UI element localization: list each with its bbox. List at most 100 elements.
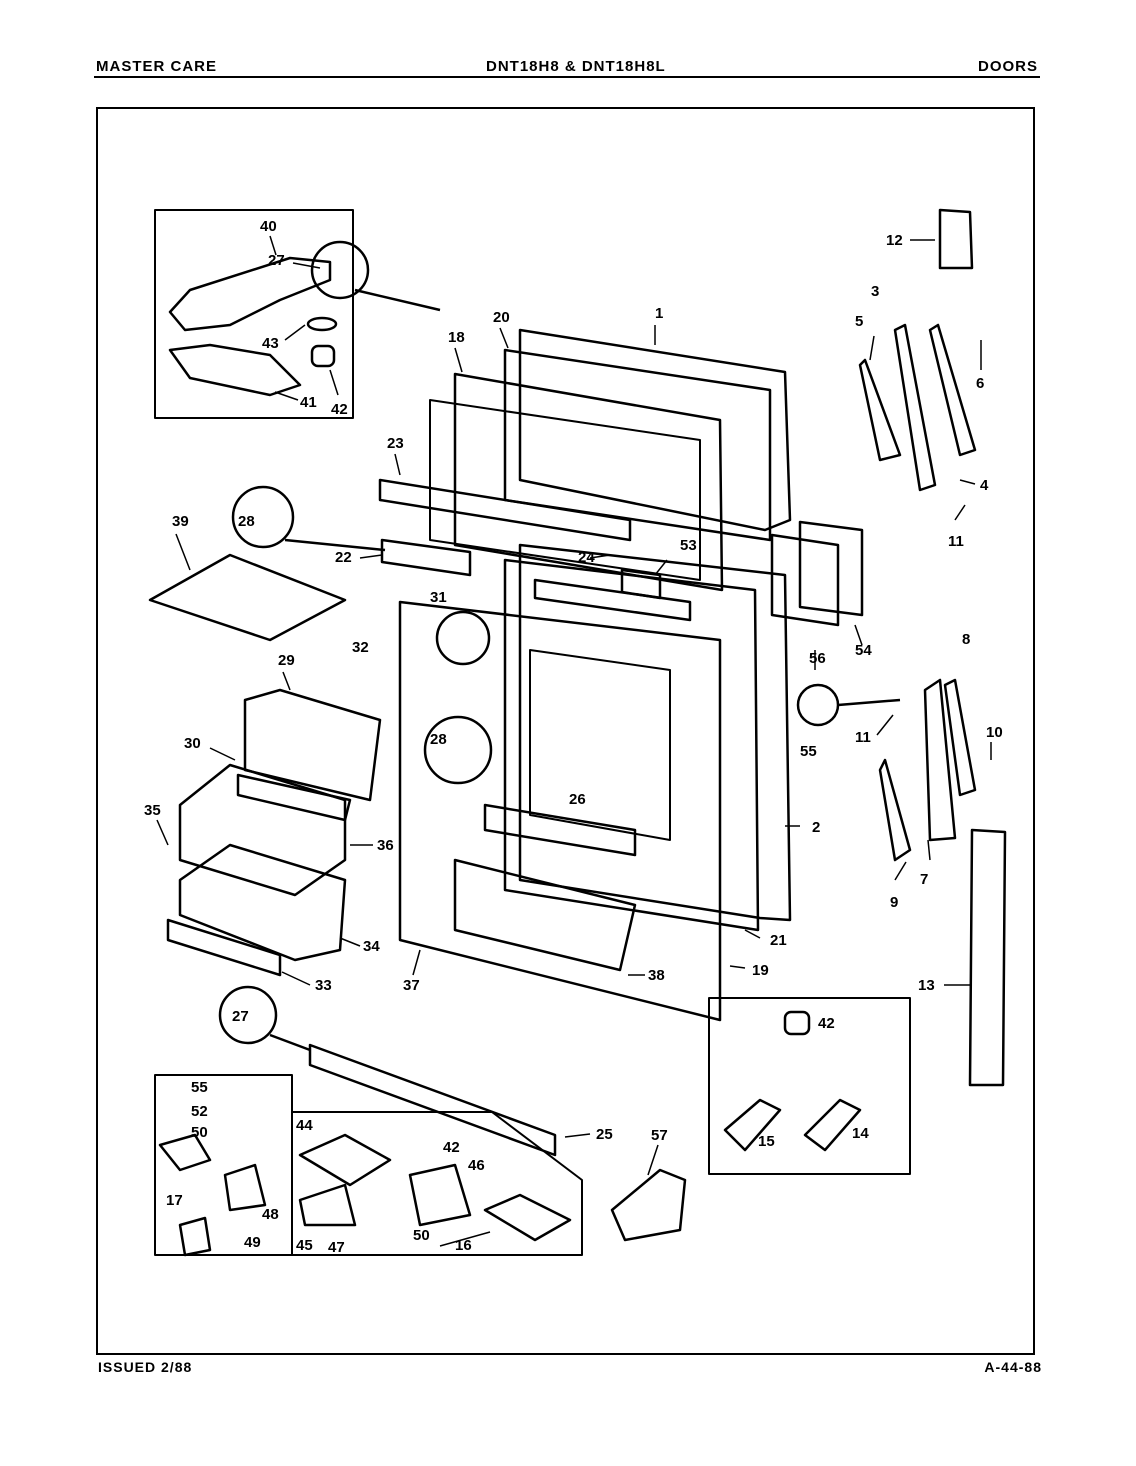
freezer-trim-piece (620, 568, 662, 600)
label-46: 46 (468, 1157, 485, 1174)
label-22: 22 (335, 549, 352, 566)
hinge-48 (223, 1163, 267, 1212)
label-57: 57 (651, 1127, 668, 1144)
brand-title: MASTER CARE (96, 58, 218, 75)
label-6: 6 (976, 375, 984, 392)
detail-circle-55 (796, 683, 840, 727)
fresh-food-door-panel (518, 543, 792, 922)
freezer-door-gasket (503, 348, 772, 542)
section-title: DOORS (977, 58, 1038, 75)
label-43: 43 (262, 335, 279, 352)
issued-date: ISSUED 2/88 (98, 1359, 193, 1375)
label-56: 56 (809, 650, 826, 667)
header-rule (94, 76, 1040, 78)
top-hinge-inset (154, 209, 354, 419)
label-55a: 55 (191, 1079, 208, 1096)
hinge-bracket-14 (803, 1098, 862, 1152)
label-39: 39 (172, 513, 189, 530)
bottom-door-bar (308, 1043, 557, 1157)
handle-strap-5 (858, 358, 902, 462)
label-3: 3 (871, 283, 879, 300)
label-54: 54 (855, 642, 872, 659)
handle-strap-8 (943, 678, 977, 797)
label-47: 47 (328, 1239, 345, 1256)
label-4: 4 (980, 477, 989, 494)
label-15: 15 (758, 1133, 775, 1150)
detail-circle-28 (231, 485, 295, 549)
hinge-bracket-15 (723, 1098, 782, 1152)
label-50a: 50 (191, 1124, 208, 1141)
bottom-hinge-inset-right (292, 1111, 583, 1256)
label-2: 2 (812, 819, 820, 836)
diagram-frame (96, 107, 1035, 1355)
hinge-17 (158, 1133, 212, 1172)
hinge-cover-16 (483, 1193, 572, 1242)
label-38: 38 (648, 967, 665, 984)
freezer-shelf-small (380, 538, 472, 577)
label-33: 33 (315, 977, 332, 994)
part-callouts: 1 2 3 4 5 6 7 8 9 10 11 11 12 13 14 15 1… (144, 218, 1003, 1256)
label-21: 21 (770, 932, 787, 949)
label-26: 26 (569, 791, 586, 808)
liner-shelf-bar (483, 803, 637, 857)
handle-strap-9 (878, 758, 912, 862)
freezer-door-panel (518, 328, 792, 532)
label-25: 25 (596, 1126, 613, 1143)
label-23: 23 (387, 435, 404, 452)
hinge-49 (178, 1216, 212, 1257)
label-42c: 42 (443, 1139, 460, 1156)
detail-circle-27 (310, 240, 370, 300)
label-11b: 11 (855, 729, 871, 746)
label-42b: 42 (818, 1015, 835, 1032)
detail-circle-31 (435, 610, 491, 666)
door-handle (798, 520, 864, 617)
bottom-hinge-46 (408, 1163, 472, 1227)
label-24: 24 (578, 549, 595, 566)
label-49: 49 (244, 1234, 261, 1251)
hinge-bushing (310, 344, 336, 368)
label-27b: 27 (232, 1008, 249, 1025)
bottom-hinge-inset-left (154, 1074, 293, 1256)
hinge-inset-right (708, 997, 911, 1175)
label-55b: 55 (800, 743, 817, 760)
label-19: 19 (752, 962, 769, 979)
label-29: 29 (278, 652, 295, 669)
liner-bin (453, 858, 637, 972)
label-36: 36 (377, 837, 394, 854)
label-44: 44 (296, 1117, 313, 1134)
label-17: 17 (166, 1192, 183, 1209)
label-52: 52 (191, 1103, 208, 1120)
freezer-shelf-bar (378, 478, 632, 542)
freezer-door-liner (453, 372, 724, 592)
label-50b: 50 (413, 1227, 430, 1244)
label-28a: 28 (238, 513, 255, 530)
label-45: 45 (296, 1237, 313, 1254)
fresh-food-liner (398, 600, 722, 1022)
label-27a: 27 (268, 252, 285, 269)
parts-artwork (148, 208, 1007, 1257)
label-5: 5 (855, 313, 863, 330)
hinge-plate-44 (298, 1133, 392, 1187)
dairy-bin-35 (178, 763, 347, 897)
page-code: A-44-88 (984, 1359, 1042, 1375)
label-37: 37 (403, 977, 420, 994)
top-hinge-plate (168, 256, 332, 332)
label-28b: 28 (430, 731, 447, 748)
handle-strap-3 (893, 323, 937, 492)
label-1: 1 (655, 305, 663, 322)
label-9: 9 (890, 894, 898, 911)
hinge-cover-57 (610, 1168, 687, 1242)
door-handle-trim (770, 533, 840, 627)
label-30: 30 (184, 735, 201, 752)
label-40: 40 (260, 218, 277, 235)
label-11a: 11 (948, 533, 964, 550)
bin-front-33 (166, 918, 282, 977)
fresh-food-gasket (503, 558, 760, 932)
label-35: 35 (144, 802, 161, 819)
label-32: 32 (352, 639, 369, 656)
hinge-washer (306, 316, 338, 332)
handle-strap-4 (928, 323, 977, 457)
egg-tray (148, 553, 347, 642)
freezer-liner-inner (429, 399, 701, 581)
